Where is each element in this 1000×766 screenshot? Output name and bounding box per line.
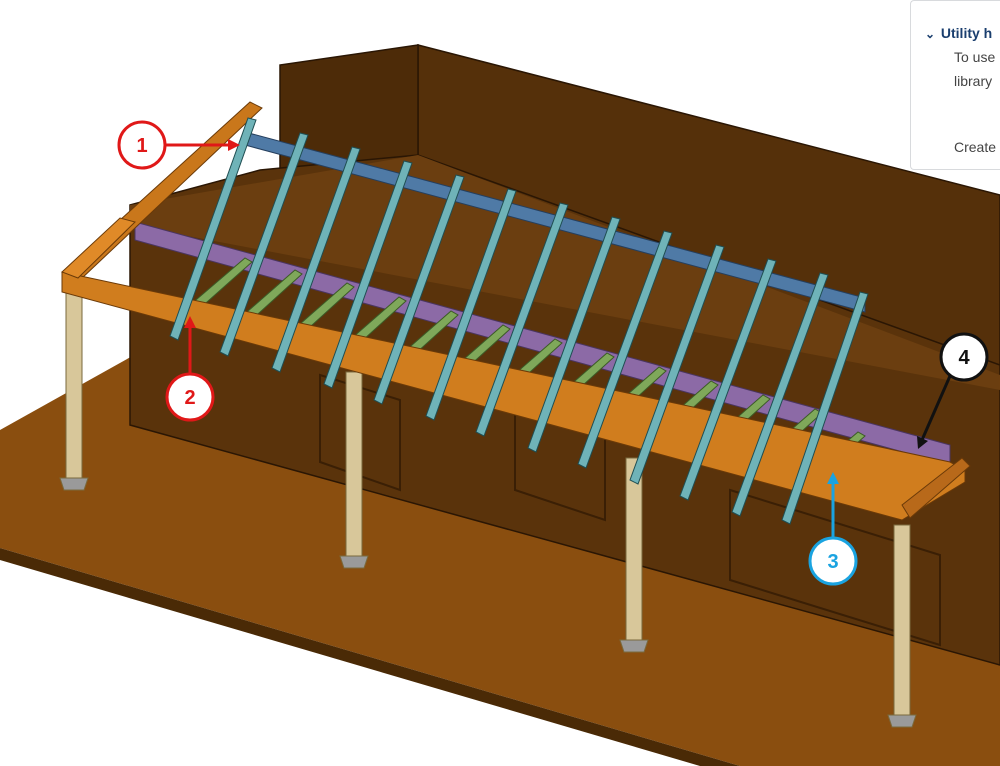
callout-2: 2 — [165, 316, 215, 422]
help-section-title: Utility h — [940, 25, 993, 41]
help-panel: ⌄ Utility h To use library Create — [910, 0, 1000, 170]
support-posts — [59, 289, 917, 728]
callout-4: 4 — [917, 332, 989, 449]
svg-text:3: 3 — [827, 551, 838, 573]
back-wall — [129, 44, 1000, 666]
side-beam-left — [61, 217, 136, 279]
side-beam-right — [901, 457, 971, 519]
svg-text:4: 4 — [958, 347, 970, 369]
help-body-line-3: Create — [954, 139, 997, 155]
svg-text:2: 2 — [184, 387, 195, 409]
chevron-down-icon[interactable]: ⌄ — [925, 27, 936, 41]
help-body-line-2: library — [954, 73, 993, 89]
help-section-header[interactable]: ⌄ Utility h — [925, 25, 992, 41]
callout-1: 1 — [117, 120, 240, 170]
help-body-line-1: To use — [954, 49, 996, 65]
svg-text:1: 1 — [136, 135, 147, 157]
callout-3: 3 — [808, 472, 858, 586]
rafters — [169, 117, 869, 525]
